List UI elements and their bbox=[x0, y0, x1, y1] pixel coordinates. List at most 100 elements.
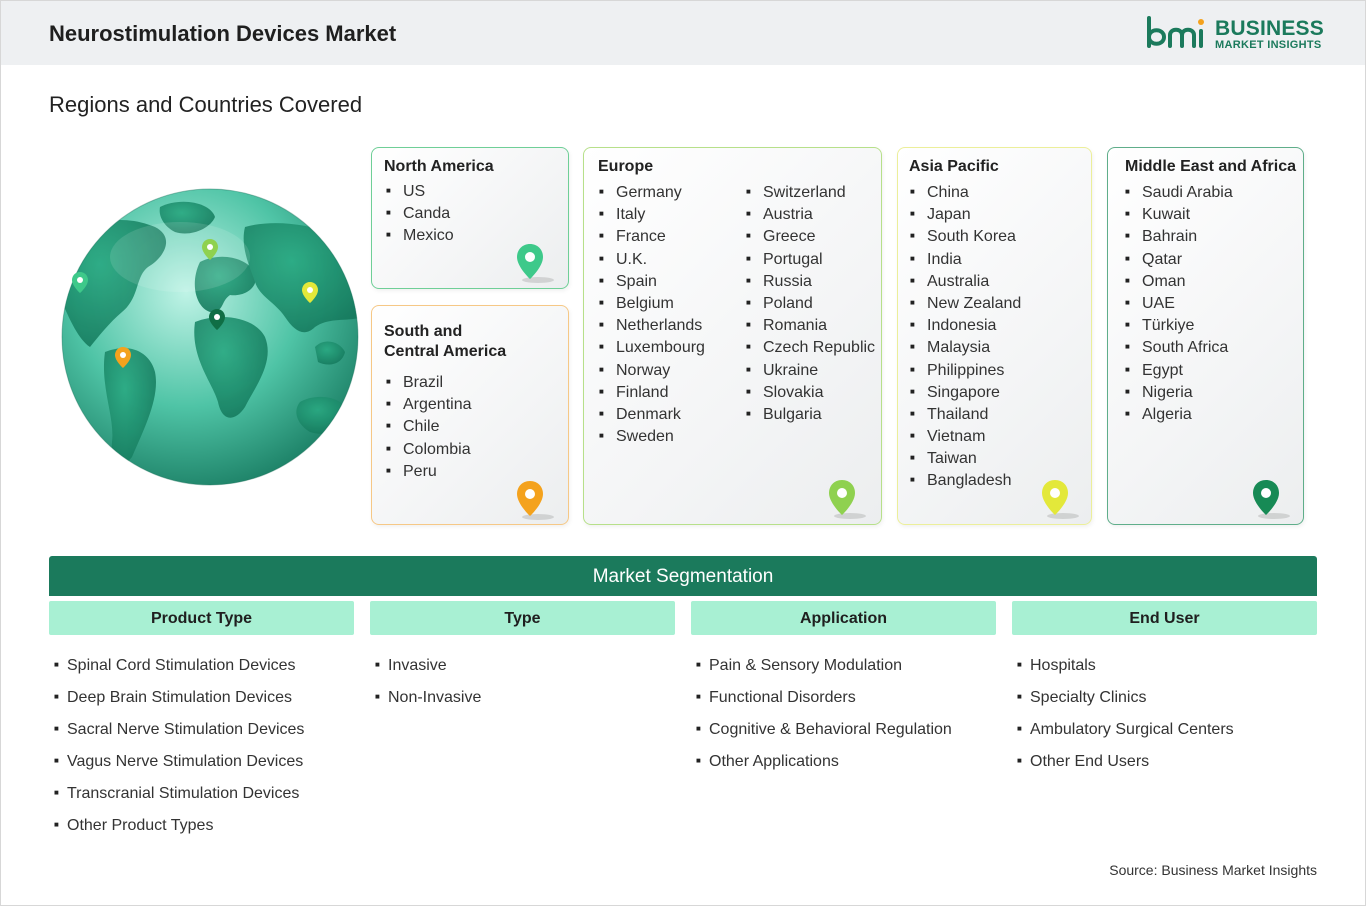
region-title-asia-pacific: Asia Pacific bbox=[909, 158, 999, 175]
country-item: Mexico bbox=[386, 224, 454, 246]
location-pin-icon bbox=[829, 480, 866, 519]
country-item: Poland bbox=[746, 292, 875, 314]
country-item: Vietnam bbox=[910, 425, 1021, 447]
country-item: Peru bbox=[386, 460, 472, 482]
logo-text-business: BUSINESS bbox=[1215, 17, 1324, 40]
country-item: Thailand bbox=[910, 403, 1021, 425]
country-item: Colombia bbox=[386, 438, 472, 460]
list-item: Vagus Nerve Stimulation Devices bbox=[48, 747, 304, 779]
country-item: Qatar bbox=[1125, 248, 1233, 270]
list-item: Non-Invasive bbox=[369, 683, 481, 715]
country-item: Switzerland bbox=[746, 181, 875, 203]
region-card-asia-pacific: Asia Pacific China Japan South Korea Ind… bbox=[897, 147, 1092, 525]
country-list-europe-col1: Germany Italy France U.K. Spain Belgium … bbox=[599, 181, 705, 447]
globe-pin-green bbox=[202, 239, 218, 260]
list-item: Pain & Sensory Modulation bbox=[690, 651, 952, 683]
segment-list-type: Invasive Non-Invasive bbox=[369, 651, 481, 715]
country-list-europe-col2: Switzerland Austria Greece Portugal Russ… bbox=[746, 181, 875, 425]
country-item: Greece bbox=[746, 225, 875, 247]
country-list-north-america: US Canda Mexico bbox=[386, 180, 454, 247]
country-item: Malaysia bbox=[910, 336, 1021, 358]
list-item: Spinal Cord Stimulation Devices bbox=[48, 651, 304, 683]
region-card-north-america: North America US Canda Mexico bbox=[371, 147, 569, 289]
region-card-middle-east-africa: Middle East and Africa Saudi Arabia Kuwa… bbox=[1107, 147, 1304, 525]
country-item: Ukraine bbox=[746, 359, 875, 381]
country-item: Saudi Arabia bbox=[1125, 181, 1233, 203]
location-pin-icon bbox=[1042, 480, 1079, 519]
list-item: Transcranial Stimulation Devices bbox=[48, 779, 304, 811]
country-item: Bangladesh bbox=[910, 469, 1021, 491]
country-item: South Korea bbox=[910, 225, 1021, 247]
country-item: Bahrain bbox=[1125, 225, 1233, 247]
country-item: UAE bbox=[1125, 292, 1233, 314]
section-title: Regions and Countries Covered bbox=[49, 92, 363, 117]
country-item: Kuwait bbox=[1125, 203, 1233, 225]
logo: BUSINESS MARKET INSIGHTS bbox=[1145, 15, 1325, 55]
list-item: Cognitive & Behavioral Regulation bbox=[690, 715, 952, 747]
country-item: Denmark bbox=[599, 403, 705, 425]
country-item: Luxembourg bbox=[599, 336, 705, 358]
country-item: Oman bbox=[1125, 270, 1233, 292]
segment-header-application: Application bbox=[691, 601, 996, 635]
list-item: Hospitals bbox=[1011, 651, 1234, 683]
country-item: New Zealand bbox=[910, 292, 1021, 314]
country-item: Chile bbox=[386, 415, 472, 437]
country-item: Sweden bbox=[599, 425, 705, 447]
location-pin-icon bbox=[517, 244, 554, 283]
country-list-south-central-america: Brazil Argentina Chile Colombia Peru bbox=[386, 371, 472, 482]
region-title-line: South and bbox=[384, 323, 463, 340]
segment-header-type: Type bbox=[370, 601, 675, 635]
list-item: Specialty Clinics bbox=[1011, 683, 1234, 715]
segment-list-product-type: Spinal Cord Stimulation Devices Deep Bra… bbox=[48, 651, 304, 843]
bmi-logo-icon bbox=[1147, 16, 1204, 48]
country-item: Netherlands bbox=[599, 314, 705, 336]
list-item: Ambulatory Surgical Centers bbox=[1011, 715, 1234, 747]
segment-header-product-type: Product Type bbox=[49, 601, 354, 635]
country-item: Taiwan bbox=[910, 447, 1021, 469]
country-item: Egypt bbox=[1125, 359, 1233, 381]
country-item: Czech Republic bbox=[746, 336, 875, 358]
region-title-middle-east-africa: Middle East and Africa bbox=[1125, 158, 1296, 175]
country-item: India bbox=[910, 248, 1021, 270]
country-item: Romania bbox=[746, 314, 875, 336]
logo-text-market-insights: MARKET INSIGHTS bbox=[1215, 39, 1322, 51]
country-item: Türkiye bbox=[1125, 314, 1233, 336]
country-item: Singapore bbox=[910, 381, 1021, 403]
region-title-north-america: North America bbox=[384, 158, 494, 175]
market-segmentation-header: Market Segmentation bbox=[49, 556, 1317, 596]
list-item: Invasive bbox=[369, 651, 481, 683]
country-item: Algeria bbox=[1125, 403, 1233, 425]
region-title-south-central-america: South and Central America bbox=[384, 322, 506, 362]
country-item: China bbox=[910, 181, 1021, 203]
country-item: Philippines bbox=[910, 359, 1021, 381]
region-card-south-central-america: South and Central America Brazil Argenti… bbox=[371, 305, 569, 525]
list-item: Sacral Nerve Stimulation Devices bbox=[48, 715, 304, 747]
list-item: Other End Users bbox=[1011, 747, 1234, 779]
header-bar: Neurostimulation Devices Market BUSINESS… bbox=[1, 1, 1365, 65]
country-item: South Africa bbox=[1125, 336, 1233, 358]
country-item: Portugal bbox=[746, 248, 875, 270]
country-item: Slovakia bbox=[746, 381, 875, 403]
segment-header-end-user: End User bbox=[1012, 601, 1317, 635]
country-item: Japan bbox=[910, 203, 1021, 225]
country-item: US bbox=[386, 180, 454, 202]
region-title-line: Central America bbox=[384, 343, 507, 360]
location-pin-icon bbox=[517, 481, 554, 520]
country-list-middle-east-africa: Saudi Arabia Kuwait Bahrain Qatar Oman U… bbox=[1125, 181, 1233, 425]
country-item: Nigeria bbox=[1125, 381, 1233, 403]
list-item: Other Applications bbox=[690, 747, 952, 779]
country-item: France bbox=[599, 225, 705, 247]
country-item: Belgium bbox=[599, 292, 705, 314]
segment-list-end-user: Hospitals Specialty Clinics Ambulatory S… bbox=[1011, 651, 1234, 779]
country-item: Norway bbox=[599, 359, 705, 381]
list-item: Deep Brain Stimulation Devices bbox=[48, 683, 304, 715]
list-item: Other Product Types bbox=[48, 811, 304, 843]
country-item: Brazil bbox=[386, 371, 472, 393]
country-item: Canda bbox=[386, 202, 454, 224]
source-note: Source: Business Market Insights bbox=[1109, 862, 1317, 878]
country-list-asia-pacific: China Japan South Korea India Australia … bbox=[910, 181, 1021, 492]
country-item: Italy bbox=[599, 203, 705, 225]
segment-list-application: Pain & Sensory Modulation Functional Dis… bbox=[690, 651, 952, 779]
region-title-europe: Europe bbox=[598, 158, 654, 175]
country-item: Australia bbox=[910, 270, 1021, 292]
